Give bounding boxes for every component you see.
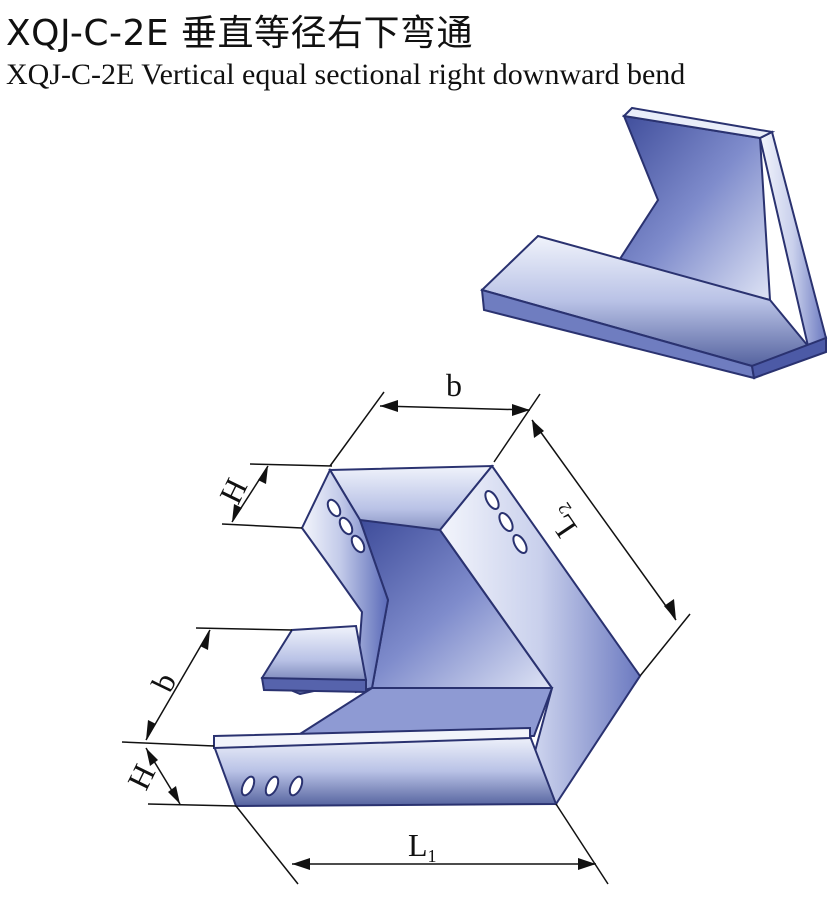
dim-b-top-ext-right bbox=[493, 393, 541, 463]
dim-H-top-ext-1 bbox=[249, 463, 333, 467]
dim-label-b-top: b bbox=[446, 367, 462, 403]
hole bbox=[288, 775, 304, 797]
dim-L2-ext-bottom bbox=[639, 613, 691, 677]
arrow bbox=[578, 858, 596, 870]
dim-b-top-ext-left bbox=[329, 391, 385, 467]
hole bbox=[240, 775, 256, 797]
dim-L1-ext-left bbox=[235, 805, 299, 885]
dim-label-L1-sub: 1 bbox=[428, 846, 437, 866]
arrow bbox=[232, 504, 242, 522]
perspective-top-lip bbox=[621, 106, 776, 140]
dim-label-H-top: H bbox=[212, 473, 254, 510]
main-front-top-edge bbox=[213, 726, 531, 750]
perspective-right-lip bbox=[750, 336, 827, 380]
dim-H-bottom-ext-2 bbox=[147, 803, 237, 807]
hole bbox=[338, 516, 354, 536]
arrow bbox=[380, 400, 398, 412]
hole bbox=[350, 534, 366, 554]
dim-label-L1: L1 bbox=[408, 827, 437, 866]
arrow bbox=[146, 748, 158, 766]
main-left-ledge-lip bbox=[260, 676, 367, 694]
arrow bbox=[664, 599, 676, 620]
arrow bbox=[258, 466, 268, 484]
title-chinese: XQJ-C-2E 垂直等径右下弯通 bbox=[6, 13, 474, 54]
hole bbox=[326, 498, 342, 518]
hole bbox=[498, 511, 514, 533]
title-english: XQJ-C-2E Vertical equal sectional right … bbox=[6, 58, 686, 91]
dim-H-top-ext-2 bbox=[221, 523, 303, 529]
dim-label-L1-main: L bbox=[408, 827, 428, 863]
dim-label-b-left: b bbox=[144, 667, 183, 697]
dim-label-L2: L2 bbox=[538, 499, 586, 544]
arrow bbox=[512, 404, 530, 416]
dim-b-top-line bbox=[379, 405, 531, 411]
arrow bbox=[146, 720, 156, 740]
hole bbox=[484, 489, 500, 511]
perspective-view bbox=[480, 106, 828, 380]
dim-L1-ext-right bbox=[555, 803, 609, 885]
main-view bbox=[212, 464, 642, 808]
arrow bbox=[168, 786, 180, 804]
arrow bbox=[200, 630, 210, 650]
dimension-arrows bbox=[146, 400, 676, 870]
hole bbox=[512, 533, 528, 555]
dim-L2-line bbox=[531, 419, 677, 621]
dim-H-bottom-ext-1 bbox=[121, 741, 215, 747]
dim-b-left-line bbox=[145, 629, 211, 741]
arrow bbox=[292, 858, 310, 870]
arrow bbox=[532, 420, 544, 438]
hole bbox=[264, 775, 280, 797]
dim-b-left-ext-1 bbox=[195, 627, 293, 631]
